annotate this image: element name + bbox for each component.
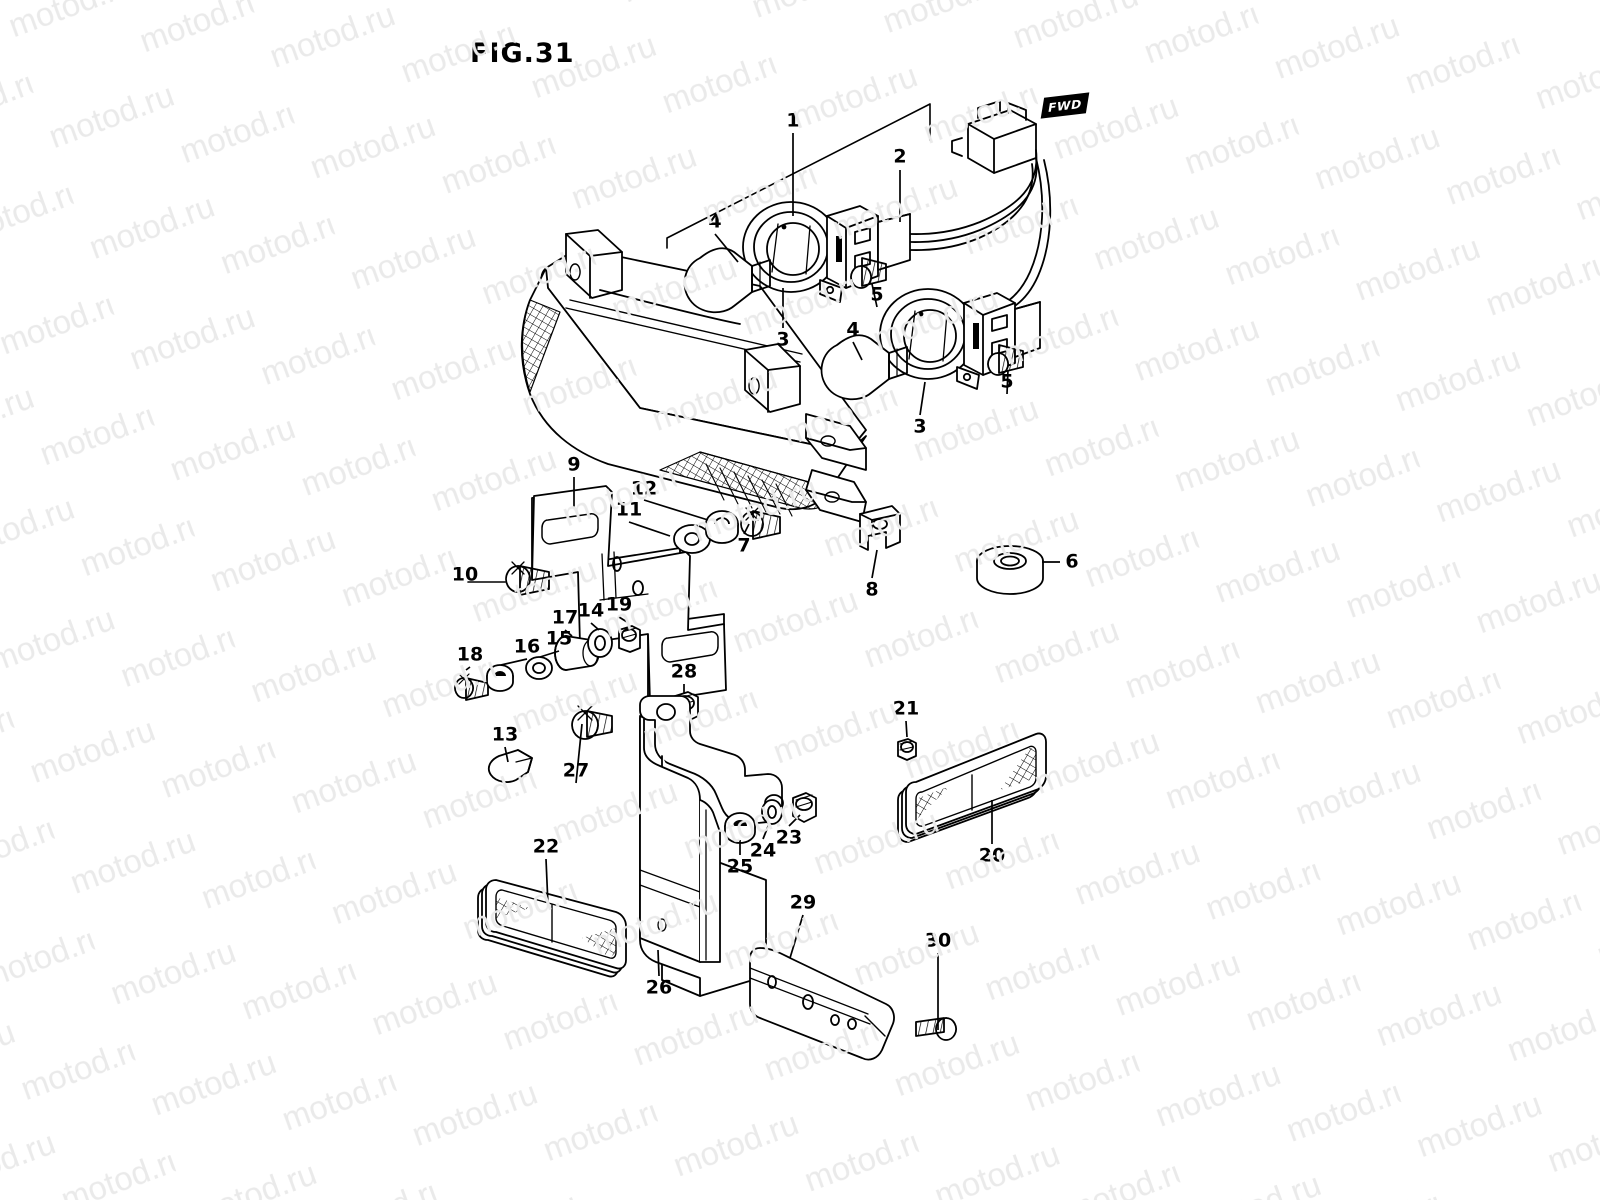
callout-washer-24: 24 [749,839,777,862]
callout-lamp-mounting-bracket: 9 [567,453,581,476]
callout-nut-19: 19 [605,593,633,616]
callout-grommet-25: 25 [726,855,754,878]
callout-socket-screw-lower: 5 [1000,370,1014,393]
callout-reflector-nut-right: 21 [892,697,920,720]
callout-reflector-left: 22 [532,835,560,858]
callout-screw-18: 18 [456,643,484,666]
callout-license-plate-mounting-plate: 29 [789,891,817,914]
callout-bulb-upper: 4 [708,210,722,233]
callout-cap-nut-12: 12 [630,477,658,500]
callout-clip-nut: 8 [865,578,879,601]
callout-flat-washer-11: 11 [615,498,643,521]
callout-grommet-16: 16 [513,635,541,658]
callout-socket-screw-upper: 5 [870,283,884,306]
callout-bracket-bolt: 10 [451,563,479,586]
callout-license-plate-bracket: 26 [645,976,673,999]
callout-washer-15: 15 [545,627,573,650]
callout-spacer-collar: 17 [551,606,579,629]
callout-bulb-socket-upper: 3 [776,328,790,351]
callout-reflector-right: 20 [978,844,1006,867]
callout-bulb-socket-lower: 3 [913,415,927,438]
page-title: FIG.31 [470,38,575,69]
callout-nut-23: 23 [775,826,803,849]
callout-screw-27: 27 [562,759,590,782]
callout-lamp-wire-harness-lead: 2 [893,145,907,168]
callout-cone-cushion: 13 [491,723,519,746]
callout-plate-screw: 30 [924,929,952,952]
callout-nut-28: 28 [670,660,698,683]
fwd-direction-badge: FWD [1040,92,1090,119]
callout-bulb-lower: 4 [846,318,860,341]
callout-rear-combination-lamp-assembly: 1 [786,109,800,132]
callout-lens-screw: 7 [737,534,751,557]
callout-washer-14: 14 [577,599,605,622]
callout-lamp-mounting-cushion-grommet: 6 [1065,550,1079,573]
